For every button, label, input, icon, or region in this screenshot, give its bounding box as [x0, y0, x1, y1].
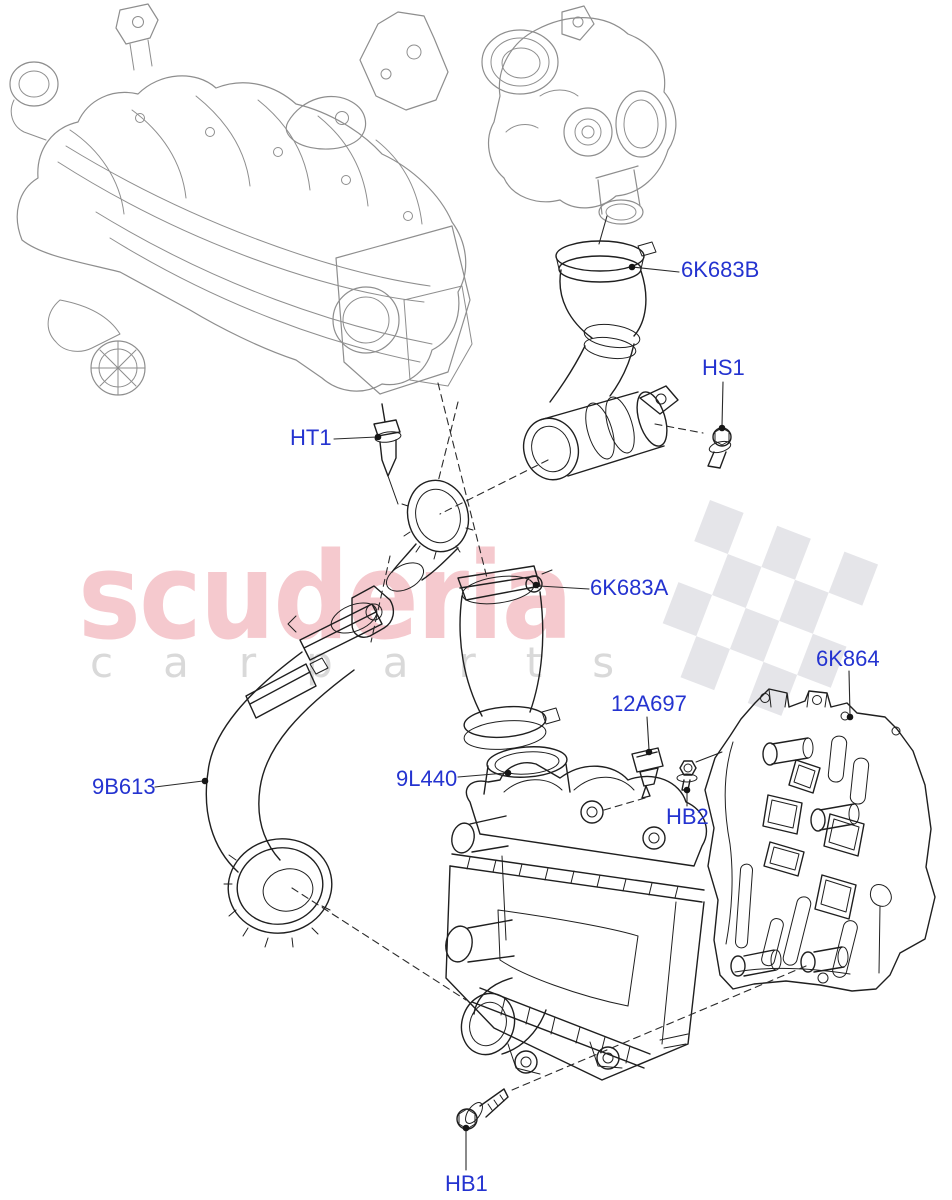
part-label-6K683B[interactable]: 6K683B: [681, 257, 760, 282]
part-label-HB2[interactable]: HB2: [666, 804, 709, 829]
turbocharger-drawing: [481, 5, 677, 225]
part-label-6K864[interactable]: 6K864: [816, 646, 880, 671]
part-label-12A697[interactable]: 12A697: [611, 691, 687, 716]
hs1-bolt-drawing: [707, 427, 732, 469]
heat-shield-drawing: [704, 688, 936, 992]
cold-side-hose-drawing: [205, 585, 395, 948]
intermediate-elbow-drawing: [385, 479, 474, 592]
part-label-HT1[interactable]: HT1: [290, 425, 332, 450]
assembly-dashed-lines: [291, 382, 807, 1091]
ht1-sensor-drawing: [373, 403, 402, 505]
part-label-6K683A[interactable]: 6K683A: [590, 575, 669, 600]
air-temp-sensor-drawing: [631, 747, 664, 799]
part-label-9L440[interactable]: 9L440: [396, 766, 458, 791]
charge-air-cooler-drawing: [445, 746, 707, 1081]
intercooler-inlet-hose-drawing: [457, 565, 561, 750]
part-label-HS1[interactable]: HS1: [702, 355, 745, 380]
leader-lines: [154, 263, 854, 1171]
intake-manifold-drawing: [9, 3, 473, 396]
watermark-tagline-text: carparts: [90, 638, 665, 687]
turbo-outlet-hose-drawing: [522, 215, 679, 481]
part-label-HB1[interactable]: HB1: [445, 1171, 488, 1196]
checkered-flag-watermark: [662, 499, 879, 716]
hb1-bolt-drawing: [456, 1088, 509, 1130]
part-label-9B613[interactable]: 9B613: [92, 774, 156, 799]
